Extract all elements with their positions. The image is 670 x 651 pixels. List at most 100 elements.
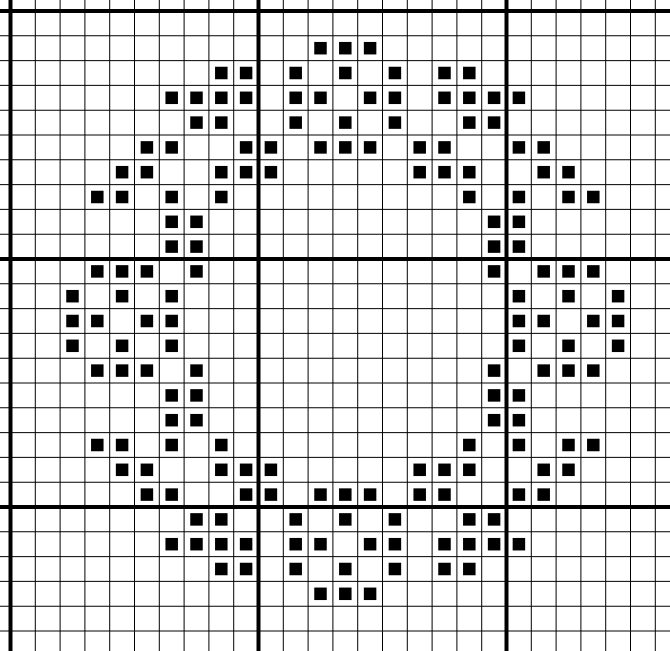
stitch-cell [240,488,253,501]
stitch-cell [463,439,476,452]
stitch-cell [612,315,625,328]
stitch-cell [587,265,600,278]
stitch-cell [463,67,476,80]
stitch-cell [488,240,501,253]
stitch-cell [389,116,402,129]
stitch-cell [488,265,501,278]
stitch-cell [116,166,129,179]
stitch-cell [463,166,476,179]
stitch-cell [364,141,377,154]
stitch-cell [488,513,501,526]
stitch-cell [587,191,600,204]
stitch-cell [314,488,327,501]
stitch-cell [562,364,575,377]
stitch-cell [612,290,625,303]
stitch-cell [562,340,575,353]
stitch-cell [339,67,352,80]
stitch-cell [413,166,426,179]
stitch-cell [165,488,178,501]
stitch-cell [463,191,476,204]
stitch-cell [314,42,327,55]
stitch-cell [165,414,178,427]
stitch-cell [190,538,203,551]
stitch-cell [513,216,526,229]
stitch-cell [66,290,79,303]
stitch-cell [141,464,154,477]
stitch-cell [513,240,526,253]
stitch-cell [537,265,550,278]
stitch-cell [513,389,526,402]
stitch-cell [289,67,302,80]
stitch-cell [339,563,352,576]
stitch-cell [116,340,129,353]
stitch-cell [389,513,402,526]
stitch-cell [91,364,104,377]
stitch-cell [116,290,129,303]
stitch-cell [537,364,550,377]
stitch-cell [463,513,476,526]
stitch-cell [513,439,526,452]
stitch-cell [339,588,352,601]
stitch-cell [91,315,104,328]
stitch-cell [215,191,228,204]
stitch-cell [438,538,451,551]
stitch-cells [66,42,624,600]
stitch-cell [141,141,154,154]
stitch-cell [141,488,154,501]
stitch-cell [289,538,302,551]
stitch-cell [190,116,203,129]
stitch-cell [537,488,550,501]
stitch-cell [513,92,526,105]
stitch-cell [314,538,327,551]
stitch-cell [265,488,278,501]
stitch-cell [314,92,327,105]
stitch-cell [240,563,253,576]
stitch-cell [537,315,550,328]
stitch-cell [463,116,476,129]
stitch-cell [215,67,228,80]
stitch-cell [165,315,178,328]
stitch-cell [215,538,228,551]
stitch-cell [165,191,178,204]
stitch-cell [165,240,178,253]
stitch-cell [513,141,526,154]
stitch-cell [438,464,451,477]
stitch-cell [587,315,600,328]
stitch-cell [562,439,575,452]
stitch-cell [513,488,526,501]
stitch-cell [265,141,278,154]
stitch-cell [240,67,253,80]
stitch-cell [91,191,104,204]
stitch-cell [438,563,451,576]
stitch-cell [314,588,327,601]
stitch-cell [240,166,253,179]
stitch-cell [66,315,79,328]
stitch-cell [438,67,451,80]
stitch-cell [289,563,302,576]
stitch-cell [190,513,203,526]
stitch-cell [190,265,203,278]
stitch-cell [116,439,129,452]
stitch-cell [488,364,501,377]
stitch-cell [513,538,526,551]
stitch-cell [488,216,501,229]
stitch-cell [463,538,476,551]
stitch-cell [364,588,377,601]
stitch-cell [612,340,625,353]
stitch-cell [513,414,526,427]
stitch-cell [463,92,476,105]
stitch-cell [562,290,575,303]
stitch-cell [91,265,104,278]
stitch-cell [215,563,228,576]
stitch-cell [562,191,575,204]
stitch-cell [513,191,526,204]
stitch-cell [463,464,476,477]
stitch-cell [289,513,302,526]
stitch-cell [190,240,203,253]
stitch-cell [587,364,600,377]
stitch-cell [165,216,178,229]
stitch-cell [190,216,203,229]
stitch-cell [215,513,228,526]
stitch-cell [413,141,426,154]
